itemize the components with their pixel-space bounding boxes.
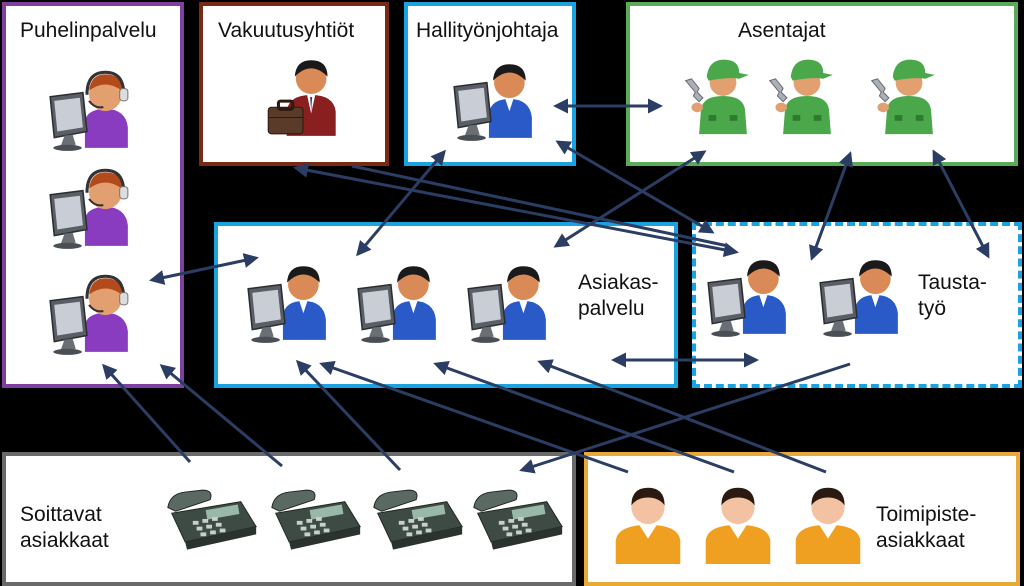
group-vakuutusyhtiot	[199, 2, 389, 166]
arrow-hallityonjohtaja-taustatyo	[555, 140, 715, 234]
arrow-phone1-puhelin	[101, 363, 192, 464]
label-asentajat: Asentajat	[738, 19, 826, 42]
label-puhelinpalvelu: Puhelinpalvelu	[20, 19, 157, 42]
arrow-customer1-asiakaspalvelu	[319, 360, 629, 474]
label-asiakaspalvelu: Asiakas- palvelu	[578, 271, 659, 320]
label-vakuutusyhtiot: Vakuutusyhtiöt	[218, 19, 355, 42]
arrow-puhelin-asiakaspalvelu	[149, 253, 259, 285]
arrow-customer2-asiakaspalvelu	[433, 361, 735, 474]
arrow-vakuutus-taustatyo-1	[293, 162, 739, 258]
label-toimipiste: Toimipiste- asiakkaat	[876, 503, 977, 552]
arrow-phone3-asiakaspalvelu	[295, 359, 402, 472]
arrow-hallityonjohtaja-asiakaspalvelu	[356, 149, 446, 257]
arrow-phone2-puhelin	[159, 364, 283, 468]
arrow-customer3-asiakaspalvelu	[537, 359, 827, 474]
label-hallityonjohtaja: Hallityönjohtaja	[416, 19, 559, 42]
arrow-asentajat-taustatyo-2	[932, 149, 990, 259]
arrow-vakuutus-taustatyo-2	[351, 164, 729, 248]
label-soittavat: Soittavat asiakkaat	[20, 503, 109, 552]
arrow-asentajat-taustatyo-1	[809, 151, 853, 261]
label-taustatyo: Tausta- työ	[918, 271, 987, 320]
